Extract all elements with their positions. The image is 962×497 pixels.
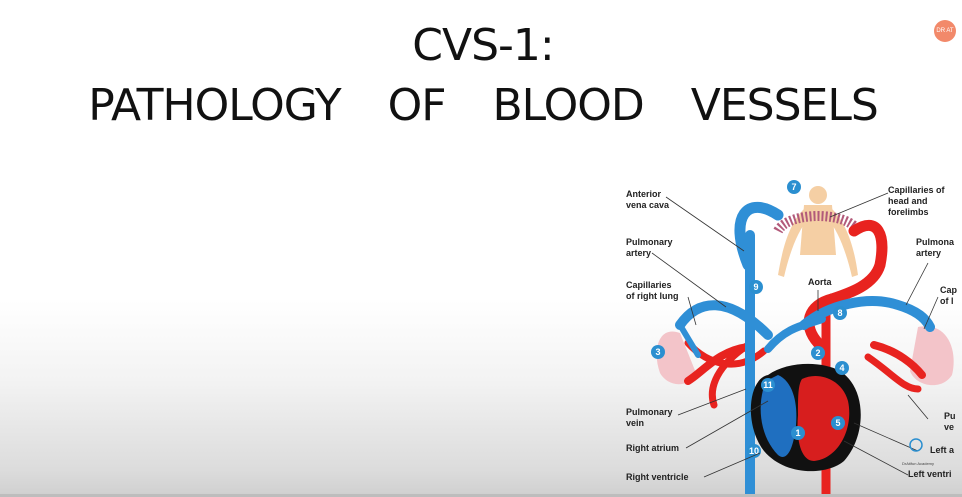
label-pulmonary-vein-left: Pulmonary vein: [626, 407, 675, 428]
left-lung: [910, 326, 954, 386]
bottom-divider: [0, 494, 962, 497]
circulation-svg: 7 9 8 2 3 4 11 1 5 10: [626, 180, 960, 497]
leader-lines: [651, 192, 939, 478]
label-pulmonary-artery-right: Pulmona artery: [916, 237, 957, 258]
svg-text:8: 8: [837, 308, 842, 318]
human-figure: [778, 186, 858, 277]
label-left-ventricle: Left ventri: [908, 469, 952, 479]
svg-text:9: 9: [753, 282, 758, 292]
label-capillaries-right-lung: Capillaries of right lung: [626, 280, 678, 301]
label-pulmonary-artery-left: Pulmonary artery: [626, 237, 675, 258]
svg-text:1: 1: [795, 428, 800, 438]
label-left-atrium: Left a: [930, 445, 955, 455]
svg-text:3: 3: [655, 347, 660, 357]
label-aorta: Aorta: [808, 277, 832, 287]
label-capillaries-head: Capillaries of head and forelimbs: [888, 185, 947, 217]
presenter-badge: DR AT: [934, 20, 956, 42]
step-markers: 7 9 8 2 3 4 11 1 5 10: [651, 180, 849, 458]
label-anterior-vena-cava: Anterior vena cava: [626, 189, 670, 210]
svg-text:10: 10: [749, 446, 759, 456]
label-right-ventricle: Right ventricle: [626, 472, 689, 482]
svg-text:2: 2: [815, 348, 820, 358]
slide-title-line-1: CVS-1:: [412, 20, 554, 71]
right-lung: [656, 331, 696, 385]
academy-logo-text: DrAtifun Academy: [902, 461, 934, 466]
slide-title-line-2: PATHOLOGY OF BLOOD VESSELS: [88, 80, 879, 131]
svg-text:11: 11: [763, 380, 773, 390]
academy-logo: DrAtifun Academy: [902, 438, 934, 466]
heart: [750, 363, 861, 472]
svg-text:5: 5: [835, 418, 840, 428]
label-pulmonary-vein-right: Pu ve: [944, 411, 958, 432]
svg-text:4: 4: [839, 363, 844, 373]
label-capillaries-left-lung: Cap of l: [940, 285, 960, 306]
label-right-atrium: Right atrium: [626, 443, 679, 453]
svg-text:7: 7: [791, 182, 796, 192]
circulation-diagram: 7 9 8 2 3 4 11 1 5 10: [618, 175, 962, 497]
